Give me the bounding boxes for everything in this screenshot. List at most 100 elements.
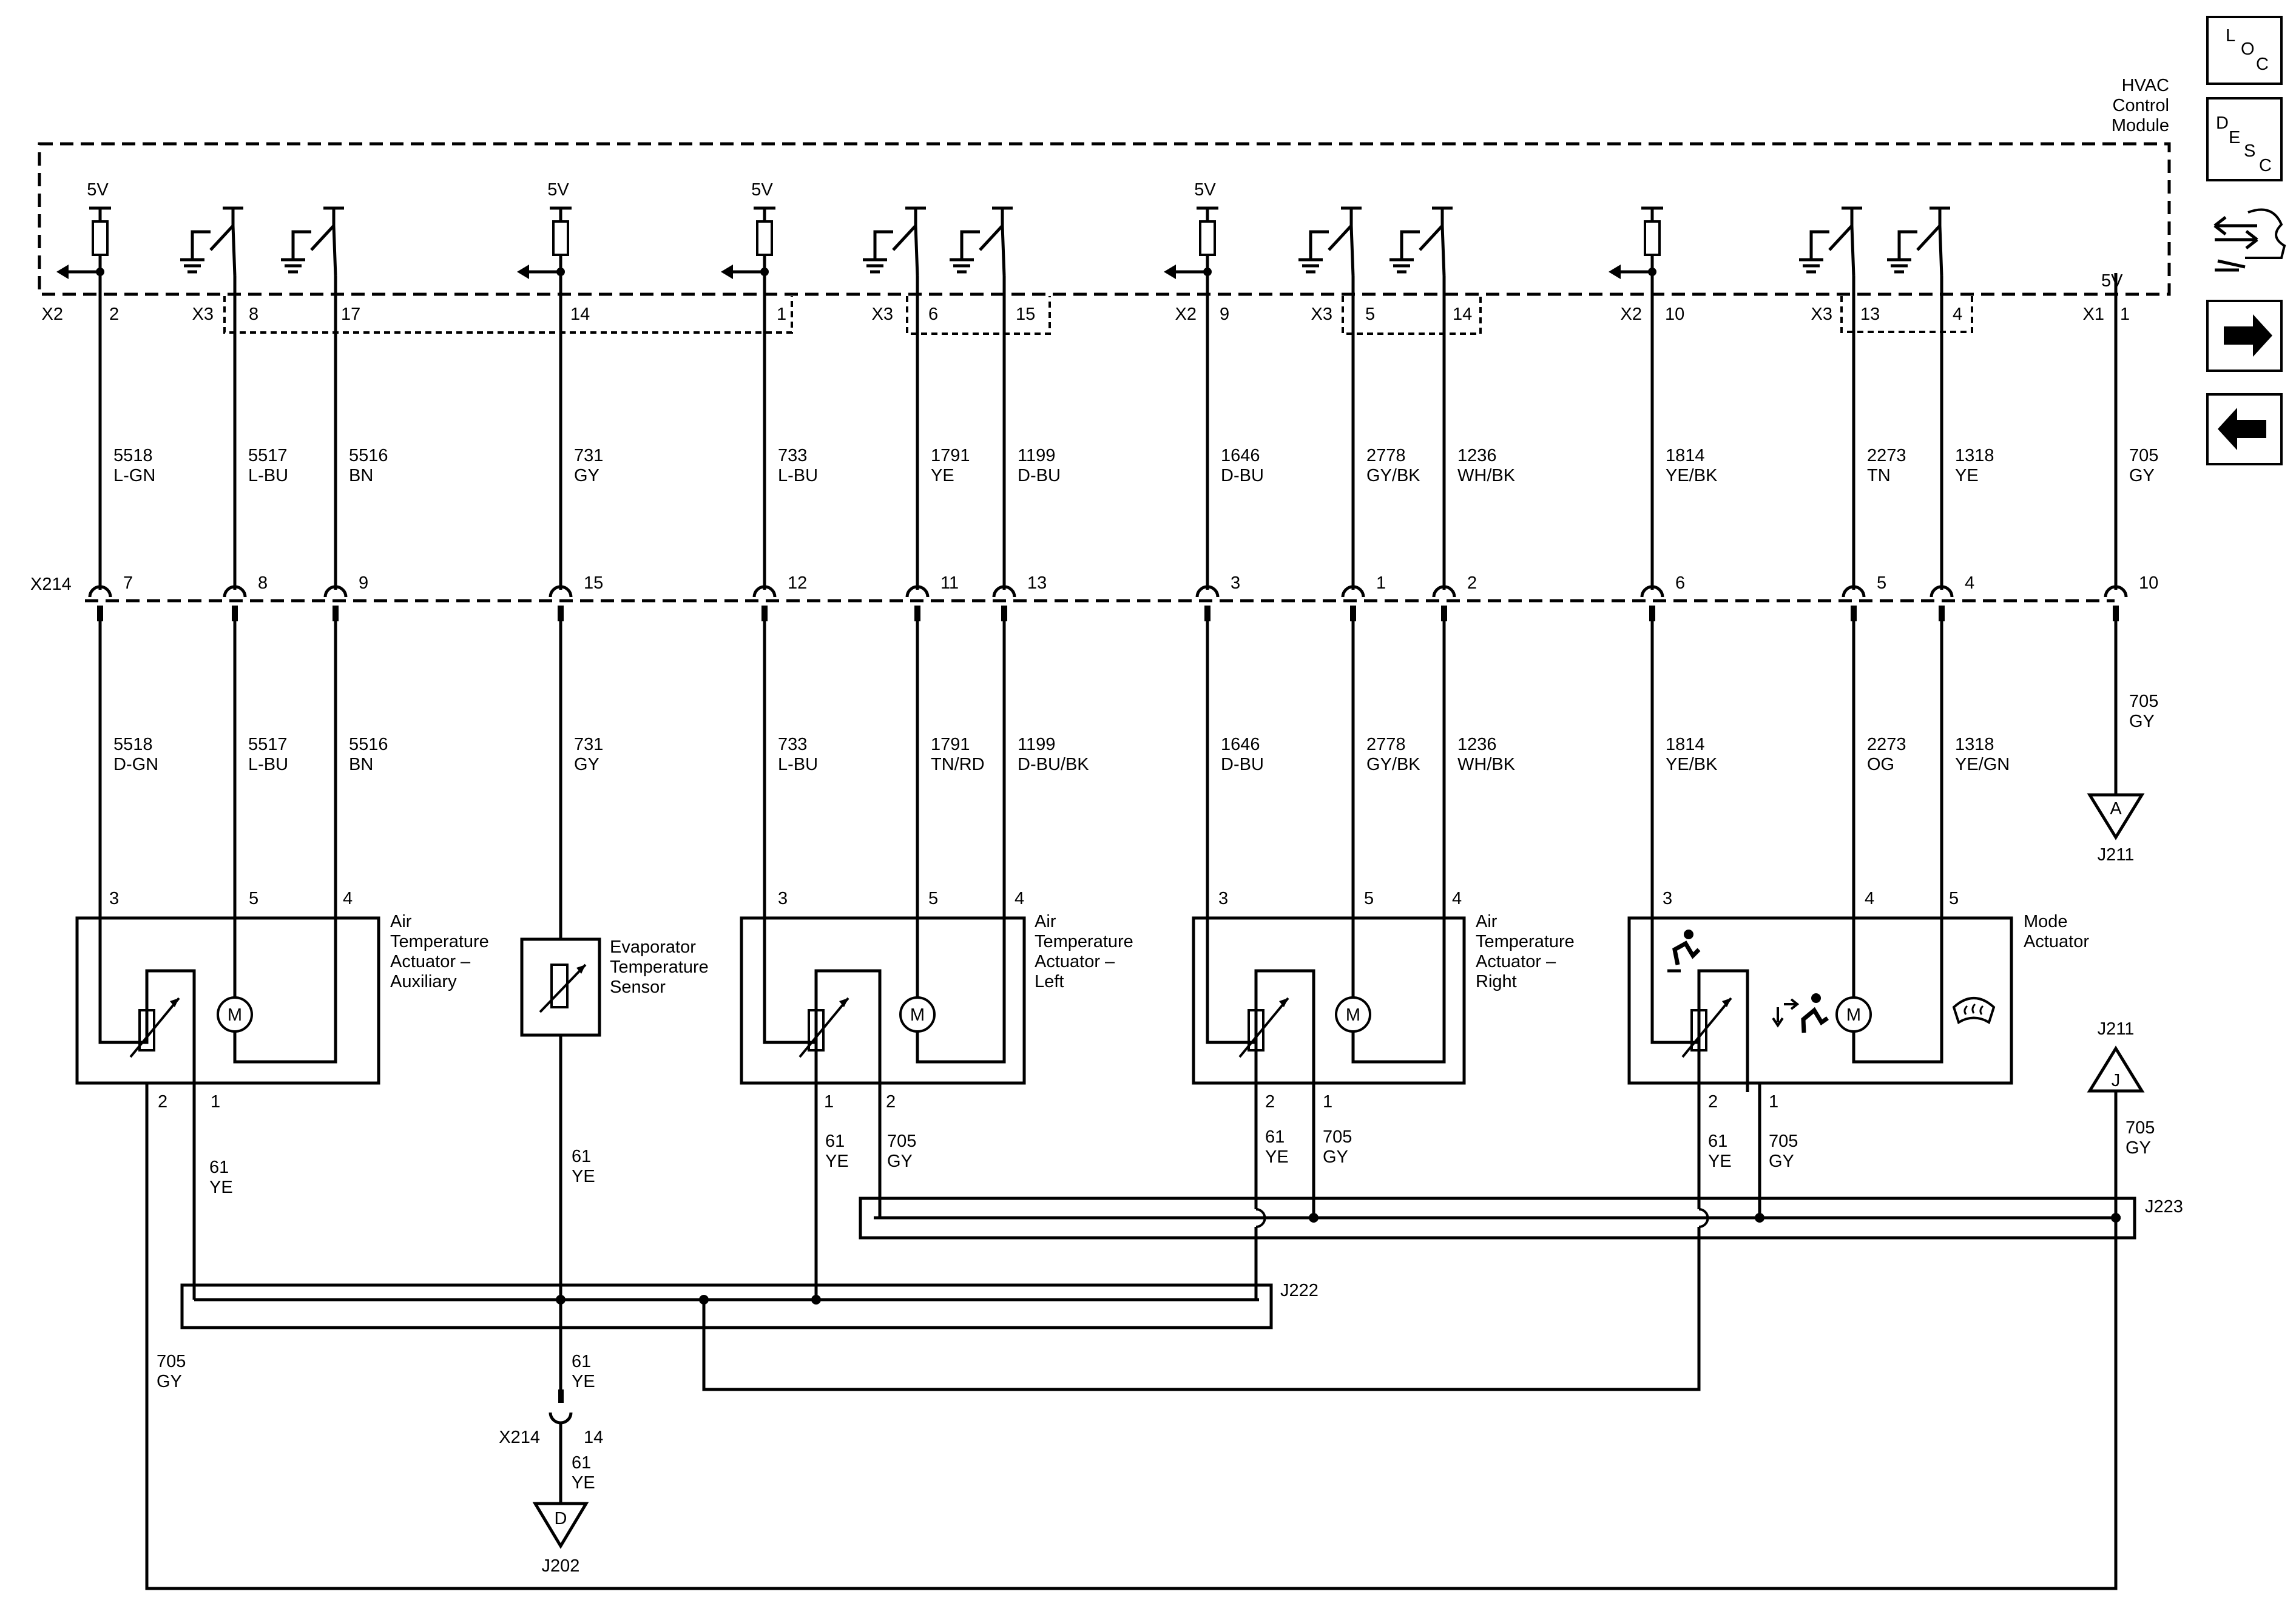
pin-x3-8: 8	[249, 305, 258, 324]
5v-label-2: 5V	[751, 180, 773, 200]
left-pin-1: 1	[824, 1092, 834, 1112]
right-title-4: Right	[1476, 972, 1517, 991]
evap-title-1: Evaporator	[610, 937, 696, 957]
pin-x2-10: 10	[1665, 305, 1684, 324]
conn-x2-a: X2	[42, 305, 63, 324]
ground-switches	[180, 206, 1950, 279]
loc-letter-o: O	[2241, 39, 2255, 59]
motor-label: M	[1346, 1005, 1360, 1025]
desc-letter-s: S	[2244, 141, 2255, 161]
left-title-3: Actuator –	[1035, 952, 1115, 971]
upper-color-8: GY/BK	[1366, 466, 1420, 485]
x214-socket-9	[1432, 585, 1456, 598]
x214-socket-12	[1930, 585, 1954, 598]
location-button[interactable]: L O C	[2206, 16, 2283, 85]
upper-color-6: D-BU	[1018, 466, 1061, 485]
next-page-button[interactable]	[2206, 300, 2283, 372]
conn-x2-b: X2	[1175, 305, 1197, 324]
evap-ye-color-2: YE	[572, 1372, 595, 1391]
x214-socket-1	[223, 585, 247, 598]
lower-circuit-0: 5518	[113, 735, 153, 754]
offpage-ref-d[interactable]: D J202	[532, 1502, 589, 1576]
upper-circuit-9: 1236	[1457, 446, 1497, 465]
offpage-ref-j[interactable]: J J211	[2087, 1019, 2145, 1093]
ground-icon	[180, 258, 204, 274]
upper-color-11: TN	[1867, 466, 1891, 485]
mode-pin-5: 5	[1949, 889, 1959, 908]
right-gy-color: GY	[1323, 1147, 1348, 1167]
pullup-resistor-4	[1644, 220, 1661, 256]
x214-label: X214	[30, 575, 72, 594]
ref-j-name: J211	[2098, 1019, 2135, 1039]
upper-circuit-10: 1814	[1666, 446, 1705, 465]
evap-ye-color-3: YE	[572, 1473, 595, 1493]
desc-letter-d: D	[2216, 113, 2229, 133]
conn-x1: X1	[2083, 305, 2104, 324]
bottom-bus-wiring: J222 J223 X214 14	[145, 1035, 2183, 1590]
pullup-resistor-0	[92, 220, 109, 256]
motor-label: M	[228, 1005, 242, 1025]
input-arrow-icon	[721, 265, 733, 279]
mode-title-1: Mode	[2024, 912, 2068, 931]
x214-pin-5	[914, 606, 920, 621]
upper-circuit-4: 733	[778, 446, 807, 465]
x214-pin-10	[1649, 606, 1655, 621]
lower-circuit-4: 733	[778, 735, 807, 754]
ground-icon	[1887, 258, 1911, 274]
left-ye-circuit: 61	[825, 1132, 845, 1151]
right-pin-2: 2	[1265, 1092, 1275, 1112]
pin-x3-5: 5	[1365, 305, 1375, 324]
lower-color-8: GY/BK	[1366, 755, 1420, 774]
x214-pin-8	[1350, 606, 1356, 621]
right-title-2: Temperature	[1476, 932, 1575, 951]
module-title-line3: Module	[2112, 116, 2169, 135]
desc-letter-c: C	[2259, 156, 2272, 175]
ref-d-letter: D	[555, 1509, 567, 1528]
ground-icon	[1799, 258, 1823, 274]
x214-pin-9	[1441, 606, 1447, 621]
x214-pin-label-13: 10	[2139, 573, 2158, 593]
ref-a-name: J211	[2098, 845, 2135, 865]
x214-pin-1	[232, 606, 238, 621]
x214-socket-8	[1341, 585, 1365, 598]
upper-circuit-11: 2273	[1867, 446, 1906, 465]
lower-color-3: GY	[574, 755, 599, 774]
aux-pin-1: 1	[211, 1092, 220, 1112]
circuit-wires	[88, 273, 2128, 939]
upper-color-12: YE	[1955, 466, 1979, 485]
aux-pin-5: 5	[249, 889, 258, 908]
right-title-1: Air	[1476, 912, 1497, 931]
x214-pin-11	[1851, 606, 1857, 621]
offpage-ref-a[interactable]: A J211	[2087, 793, 2145, 865]
description-button[interactable]: D E S C	[2206, 97, 2283, 181]
x214-pin-label-2: 9	[359, 573, 368, 593]
x214-pin-13	[2113, 606, 2119, 621]
pin-x3-4: 4	[1953, 305, 1962, 324]
mode-pin-4: 4	[1865, 889, 1874, 908]
evap-ye-circuit: 61	[572, 1147, 591, 1166]
upper-color-0: L-GN	[113, 466, 155, 485]
lower-circuit-3: 731	[574, 735, 603, 754]
x214-pin-3	[558, 606, 564, 621]
right-ye-circuit: 61	[1265, 1127, 1285, 1147]
mode-ye-circuit: 61	[1708, 1132, 1727, 1151]
x214-pin-4	[761, 606, 768, 621]
evap-ye-circuit-3: 61	[572, 1453, 591, 1473]
connector-tool-icon[interactable]	[2213, 208, 2286, 272]
j222-splice	[180, 1283, 1273, 1329]
j211-gy-circuit: 705	[2125, 1118, 2155, 1138]
lower-color-13: GY	[2129, 712, 2155, 731]
x214-pin-label-1: 8	[258, 573, 268, 593]
previous-page-button[interactable]	[2206, 393, 2283, 465]
pin-x3-17: 17	[341, 305, 360, 324]
aux-title-2: Temperature	[390, 932, 489, 951]
conn-x3-b: X3	[872, 305, 893, 324]
lower-color-10: YE/BK	[1666, 755, 1718, 774]
aux-pin-4: 4	[343, 889, 353, 908]
module-title-line1: HVAC	[2122, 76, 2169, 95]
left-title-1: Air	[1035, 912, 1056, 931]
right-pin-3: 3	[1218, 889, 1228, 908]
j223-splice	[859, 1197, 2136, 1240]
5v-label-1: 5V	[547, 180, 569, 200]
